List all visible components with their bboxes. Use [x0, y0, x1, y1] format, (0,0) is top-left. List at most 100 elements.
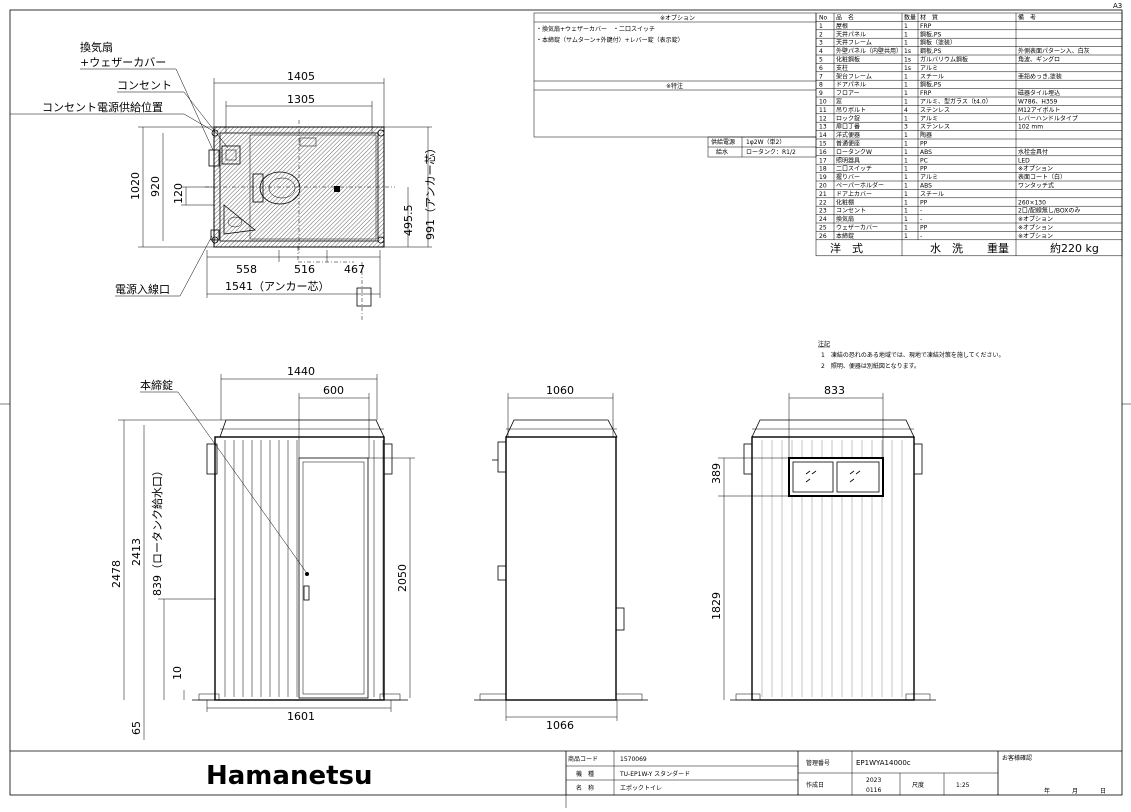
- parts-footer-weight-value: 約220 kg: [1050, 241, 1099, 255]
- parts-cell: 18: [819, 166, 827, 173]
- title-block: 商品コード 1570069 機 種 TU-EP1W-Y スタンダード 名 称 エ…: [10, 750, 1122, 795]
- parts-cell: ガルバリウム鋼板: [920, 56, 968, 64]
- parts-cell: 1: [904, 73, 908, 80]
- parts-cell: アルミ: [920, 65, 938, 72]
- dim-door-h: 2050: [396, 564, 409, 592]
- name-value: エポックトイレ: [620, 784, 662, 792]
- parts-cell: ウェザーカバー: [836, 224, 878, 232]
- parts-cell: ※オプション: [1018, 233, 1053, 240]
- parts-cell: ドア上カバー: [836, 190, 872, 198]
- dim-side-w: 1060: [546, 384, 574, 397]
- parts-cell: ロック錠: [836, 114, 860, 122]
- parts-cell: 13: [819, 124, 827, 131]
- dim-plan-h-inner: 920: [149, 176, 162, 197]
- parts-cell: ドアパネル: [836, 82, 866, 89]
- dim-anchor-half: 495.5: [402, 205, 415, 237]
- parts-cell: 化粧棚: [836, 198, 854, 206]
- dim-plan-w-inner: 1305: [287, 93, 315, 106]
- parts-cell: ペーパーホルダー: [836, 182, 884, 190]
- parts-cell: 外側表面パターン入、白灰: [1018, 47, 1090, 55]
- parts-cell: 20: [819, 183, 827, 190]
- parts-cell: 換気扇: [836, 215, 854, 223]
- notes-header: 注記: [818, 340, 830, 348]
- parts-cell: 普通便座: [836, 140, 860, 148]
- mgmt-value: EP1WYA14000c: [856, 759, 911, 767]
- parts-cell: 1: [904, 157, 908, 164]
- parts-cell: 二口スイッチ: [836, 166, 872, 173]
- parts-cell: 25: [819, 225, 827, 232]
- parts-cell: 16: [819, 149, 827, 156]
- parts-cell: ワンタッチ式: [1018, 182, 1054, 190]
- parts-header-cell: 備 考: [1018, 14, 1036, 22]
- parts-cell: 水栓金具付: [1018, 148, 1048, 156]
- parts-cell: 1: [904, 216, 908, 223]
- power-value: 1φ2W（単2）: [746, 138, 785, 146]
- parts-cell: 扉口丁番: [836, 123, 860, 131]
- parts-cell: 10: [819, 99, 827, 106]
- parts-cell: FRP: [920, 90, 932, 97]
- parts-cell: ステンレス: [920, 107, 950, 114]
- parts-cell: 11: [819, 107, 827, 114]
- parts-cell: ABS: [920, 149, 932, 156]
- day-label: 日: [1100, 788, 1106, 795]
- parts-footer-weight-label: 重量: [987, 241, 1009, 255]
- label-outlet-supply: コンセント電源供給位置: [42, 100, 163, 114]
- parts-cell: 1: [904, 90, 908, 97]
- parts-cell: 1: [904, 225, 908, 232]
- model-value: TU-EP1W-Y スタンダード: [619, 770, 690, 778]
- parts-cell: 洋式便器: [836, 131, 860, 139]
- dim-plan-h-outer: 1020: [129, 172, 142, 200]
- dim-plan-120: 120: [172, 183, 185, 204]
- parts-cell: スチール: [920, 73, 944, 80]
- date-day: 0116: [866, 787, 881, 794]
- dim-sill-h: 1829: [710, 592, 723, 620]
- code-label: 商品コード: [568, 755, 598, 763]
- parts-cell: 26: [819, 233, 827, 240]
- parts-header-cell: No: [819, 15, 827, 22]
- month-label: 月: [1072, 788, 1078, 795]
- parts-cell: 1: [904, 149, 908, 156]
- scale-label: 尺度: [912, 781, 924, 789]
- parts-cell: 吊りボルト: [836, 106, 866, 114]
- notes: 注記 1 凍結の恐れのある地域では、現地で凍結対策を施してください。 2 照明、…: [818, 340, 1004, 370]
- parts-cell: 表面コート（白）: [1018, 173, 1066, 181]
- parts-cell: -: [920, 216, 922, 223]
- parts-cell: 1: [904, 208, 908, 215]
- parts-cell: 鋼板,PS: [920, 47, 942, 55]
- dim-b2: 516: [294, 263, 315, 276]
- parts-cell: 天井フレーム: [836, 39, 872, 47]
- parts-cell: 支柱: [836, 64, 848, 72]
- parts-cell: スチール: [920, 191, 944, 198]
- parts-cell: 23: [819, 208, 827, 215]
- parts-cell: ABS: [920, 183, 932, 190]
- parts-cell: PP: [920, 225, 928, 232]
- parts-cell: 照明器具: [836, 157, 860, 164]
- parts-cell: 1: [904, 174, 908, 181]
- parts-cell: 4: [819, 48, 823, 55]
- parts-footer-style-label: 洋 式: [830, 241, 863, 255]
- parts-header-cell: 品 名: [836, 14, 854, 22]
- parts-cell: ロータンクW: [836, 148, 872, 156]
- brand-logo: Hamanetsu: [206, 761, 373, 791]
- parts-cell: 1: [904, 183, 908, 190]
- parts-cell: 1: [904, 191, 908, 198]
- parts-cell: 22: [819, 199, 827, 206]
- options-header: ※オプション: [660, 15, 695, 22]
- special-header: ※特注: [666, 82, 683, 90]
- parts-cell: 6: [819, 65, 823, 72]
- side-elevation: 1060 1066: [474, 384, 648, 732]
- parts-cell: PC: [920, 157, 928, 164]
- parts-cell: 鋼板,PS: [920, 30, 942, 38]
- parts-cell: 1: [904, 31, 908, 38]
- parts-cell: PP: [920, 166, 928, 173]
- parts-cell: 3: [819, 40, 823, 47]
- options-table: ※オプション ・換気扇+ウェザーカバー ・二口スイッチ ・本締錠（サムターン+外…: [533, 12, 817, 158]
- dim-win-h: 389: [710, 463, 723, 484]
- parts-cell: 8: [819, 82, 823, 89]
- label-deadbolt: 本締錠: [140, 378, 173, 392]
- mgmt-label: 管理番号: [806, 759, 830, 767]
- parts-cell: PP: [920, 199, 928, 206]
- parts-cell: 17: [819, 157, 827, 164]
- parts-cell: ※オプション: [1018, 166, 1053, 173]
- parts-cell: ※オプション: [1018, 216, 1053, 223]
